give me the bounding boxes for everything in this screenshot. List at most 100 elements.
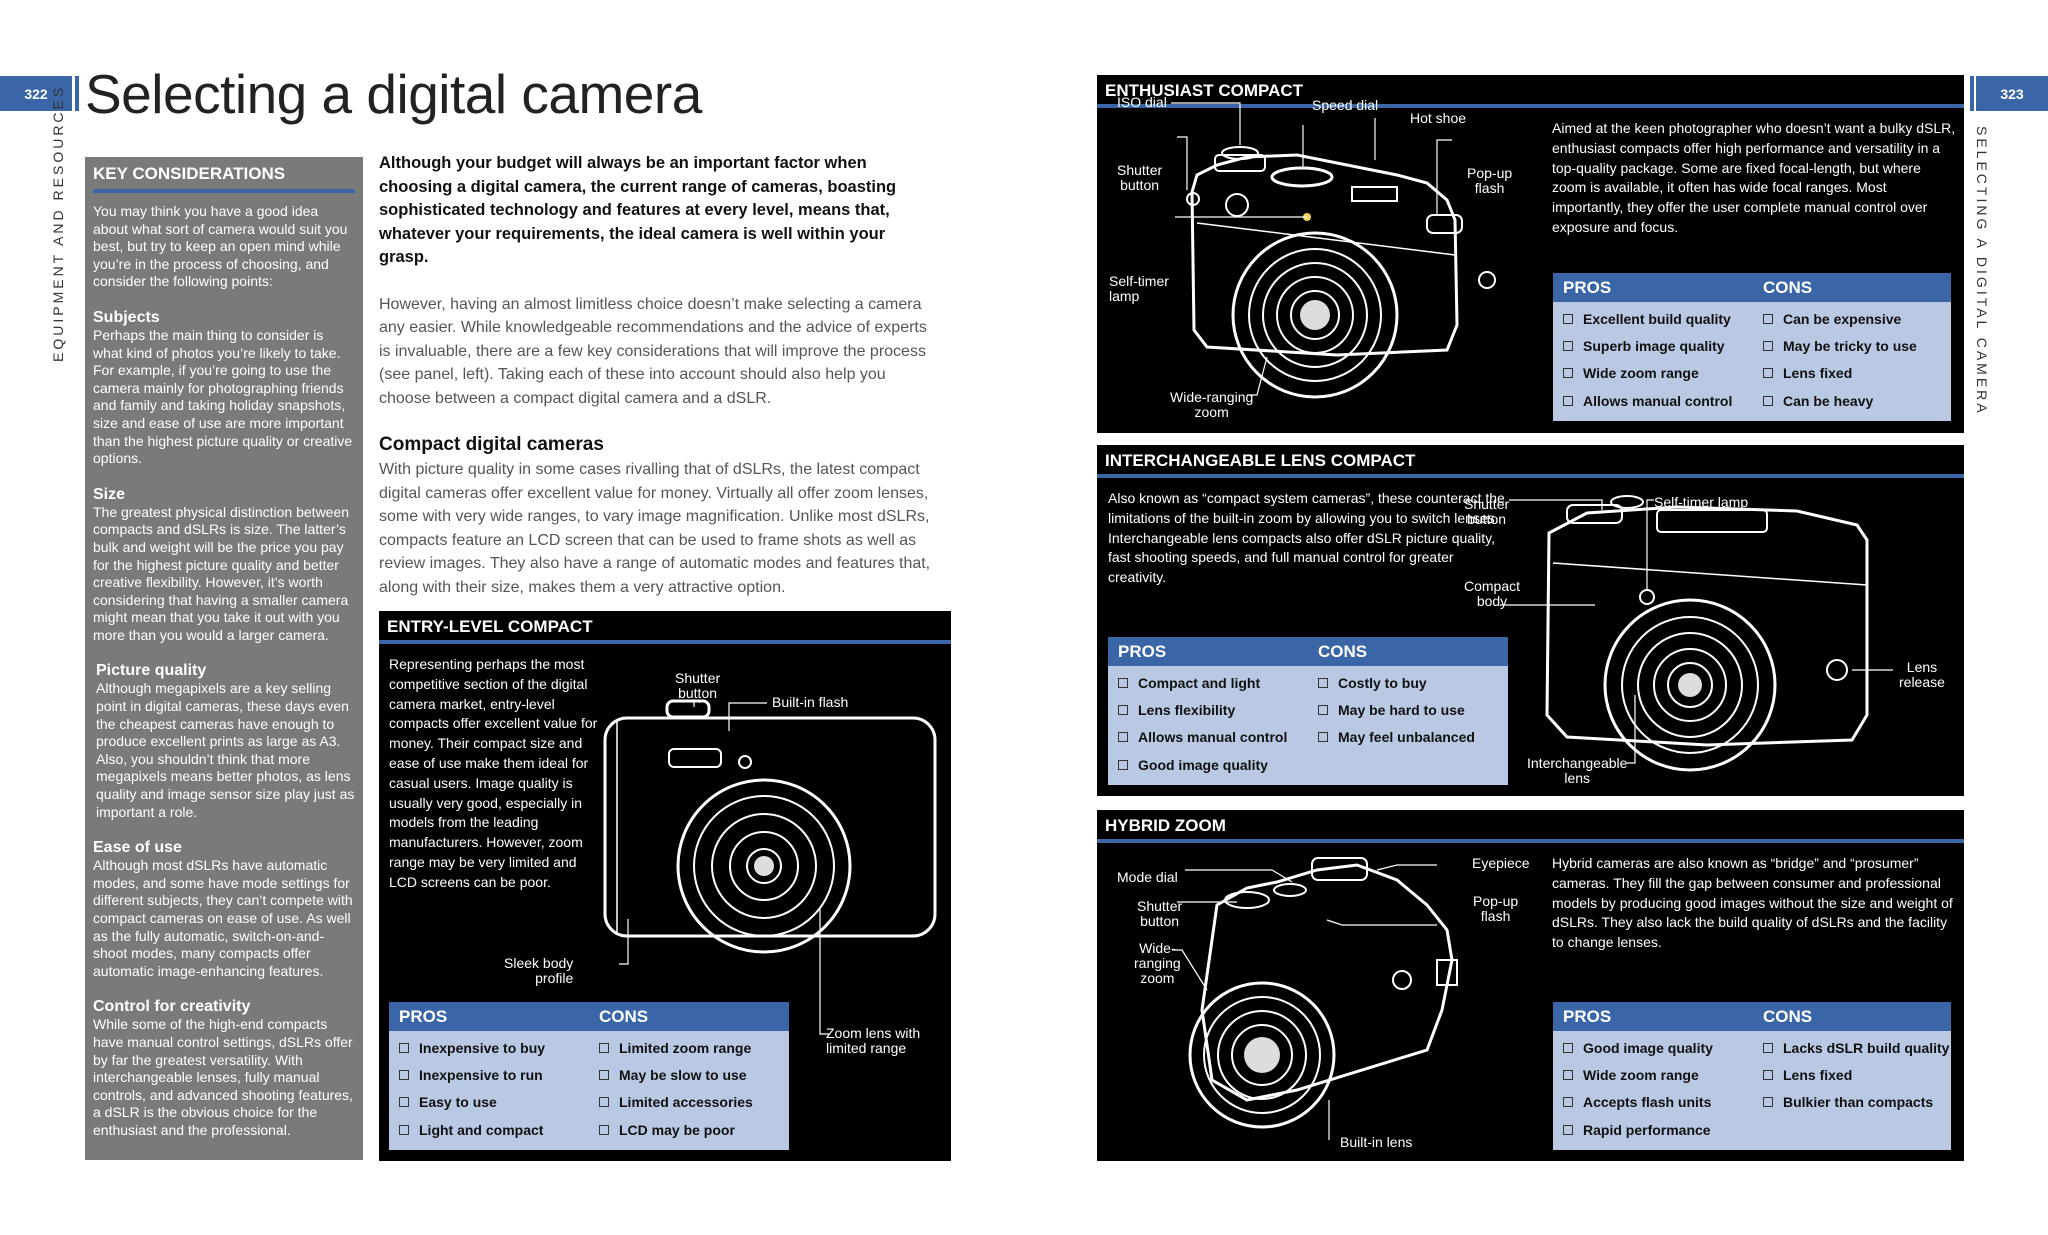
checkbox-icon — [599, 1097, 609, 1108]
pros-header: PROS — [1118, 642, 1167, 661]
enthusiast-label-shutter: Shutter button — [1117, 162, 1163, 193]
checkbox-icon — [1318, 677, 1328, 688]
enthusiast-callout-lines — [1171, 102, 1452, 396]
item-text: Superb image quality — [1583, 338, 1725, 355]
entry-label-shutter: Shutter button — [675, 670, 721, 701]
checkbox-icon — [599, 1042, 609, 1053]
cons-header: CONS — [1318, 642, 1368, 661]
list-item: May be hard to use — [1308, 696, 1508, 723]
cons-list: Costly to buy May be hard to use May fee… — [1308, 669, 1508, 779]
interchangeable-label-timer: Self-timer lamp — [1654, 494, 1749, 510]
checkbox-icon — [399, 1097, 409, 1108]
checkbox-icon — [1763, 341, 1773, 352]
entry-camera-drawing — [603, 699, 937, 954]
page-number-left-accent — [75, 76, 79, 111]
item-text: Can be expensive — [1783, 310, 1902, 327]
kc-text-subjects: Perhaps the main thing to consider is wh… — [93, 326, 353, 467]
entry-label-body: Sleek body profile — [504, 955, 574, 986]
compact-cameras-heading: Compact digital cameras — [379, 434, 604, 455]
key-considerations-panel: KEY CONSIDERATIONS You may think you hav… — [85, 157, 363, 1160]
item-text: Compact and light — [1138, 674, 1261, 691]
enthusiast-label-hotshoe: Hot shoe — [1410, 110, 1467, 126]
enthusiast-box: ENTHUSIAST COMPACT Aimed at the keen pho… — [1097, 75, 1964, 433]
enthusiast-heading: ENTHUSIAST COMPACT — [1097, 75, 1964, 108]
item-text: Wide zoom range — [1583, 365, 1699, 382]
list-item: Allows manual control — [1108, 724, 1308, 751]
interchangeable-label-lens: Interchangeable lens — [1527, 755, 1628, 786]
list-item: Lacks dSLR build quality — [1753, 1034, 1951, 1061]
kc-heading-ease-of-use: Ease of use — [93, 839, 182, 857]
kc-heading-control: Control for creativity — [93, 998, 251, 1016]
item-text: Allows manual control — [1138, 729, 1288, 746]
enthusiast-pros-cons: PROS CONS Excellent build quality Superb … — [1553, 273, 1951, 421]
interchangeable-label-shutter: Shutter button — [1464, 496, 1510, 527]
kc-heading-subjects: Subjects — [93, 308, 160, 326]
item-text: Accepts flash units — [1583, 1094, 1712, 1111]
cons-header: CONS — [599, 1007, 649, 1026]
list-item: Inexpensive to run — [389, 1061, 589, 1088]
enthusiast-text: Aimed at the keen photographer who doesn… — [1552, 120, 1956, 235]
list-item: Inexpensive to buy — [389, 1034, 589, 1061]
hybrid-lens-glint — [1244, 1037, 1280, 1073]
page-title: Selecting a digital camera — [85, 63, 702, 125]
interchangeable-camera-drawing — [1545, 495, 1869, 772]
item-text: Excellent build quality — [1583, 310, 1731, 327]
list-item: Limited accessories — [589, 1089, 789, 1116]
item-text: Rapid performance — [1583, 1121, 1711, 1138]
cons-list: Lacks dSLR build quality Lens fixed Bulk… — [1753, 1034, 1951, 1144]
checkbox-icon — [1318, 732, 1328, 743]
side-label-right: SELECTING A DIGITAL CAMERA — [1974, 126, 1990, 416]
intro-section: Although your budget will always be an i… — [379, 152, 939, 599]
pros-header: PROS — [1563, 1007, 1612, 1026]
entry-callout-lines — [619, 701, 829, 1035]
enthusiast-label-popup: Pop-up flash — [1467, 165, 1513, 196]
list-item: May be tricky to use — [1753, 332, 1951, 359]
list-item: Good image quality — [1553, 1034, 1753, 1061]
list-item: Lens fixed — [1753, 360, 1951, 387]
checkbox-icon — [1563, 395, 1573, 406]
key-considerations-intro: You may think you have a good idea about… — [93, 203, 348, 290]
item-text: Wide zoom range — [1583, 1067, 1699, 1084]
checkbox-icon — [399, 1124, 409, 1135]
list-item: Can be heavy — [1753, 387, 1951, 414]
checkbox-icon — [1763, 1042, 1773, 1053]
pros-header: PROS — [1563, 278, 1612, 297]
checkbox-icon — [399, 1070, 409, 1081]
entry-label-zoom: Zoom lens with limited range — [826, 1025, 921, 1056]
item-text: Lacks dSLR build quality — [1783, 1039, 1950, 1056]
page-number-right-accent — [1970, 76, 1974, 111]
checkbox-icon — [1563, 1124, 1573, 1135]
checkbox-icon — [1563, 368, 1573, 379]
checkbox-icon — [1563, 1097, 1573, 1108]
hybrid-label-lens: Built-in lens — [1340, 1134, 1413, 1150]
list-item: May be slow to use — [589, 1061, 789, 1088]
hybrid-camera-drawing — [1188, 857, 1458, 1129]
list-item: Wide zoom range — [1553, 360, 1753, 387]
pros-list: Inexpensive to buy Inexpensive to run Ea… — [389, 1034, 589, 1144]
checkbox-icon — [599, 1124, 609, 1135]
page-number-right: 323 — [1970, 76, 2048, 111]
item-text: Good image quality — [1583, 1039, 1713, 1056]
enthusiast-camera-drawing — [1186, 146, 1496, 399]
entry-level-box: ENTRY-LEVEL COMPACT Representing perhaps… — [379, 611, 951, 1161]
kc-text-ease-of-use: Although most dSLRs have automatic modes… — [93, 857, 353, 979]
side-label-left: EQUIPMENT AND RESOURCES — [50, 84, 66, 362]
item-text: Inexpensive to run — [419, 1067, 543, 1084]
list-item: Excellent build quality — [1553, 305, 1753, 332]
checkbox-icon — [1763, 395, 1773, 406]
list-item: Good image quality — [1108, 751, 1308, 778]
intro-body: However, having an almost limitless choi… — [379, 295, 927, 407]
checkbox-icon — [1763, 1097, 1773, 1108]
checkbox-icon — [1563, 1042, 1573, 1053]
list-item: Superb image quality — [1553, 332, 1753, 359]
cons-header: CONS — [1763, 278, 1813, 297]
checkbox-icon — [1763, 313, 1773, 324]
item-text: May be tricky to use — [1783, 338, 1917, 355]
checkbox-icon — [1318, 705, 1328, 716]
enthusiast-label-timer: Self-timer lamp — [1109, 273, 1169, 304]
item-text: Good image quality — [1138, 756, 1268, 773]
item-text: May be hard to use — [1338, 702, 1465, 719]
